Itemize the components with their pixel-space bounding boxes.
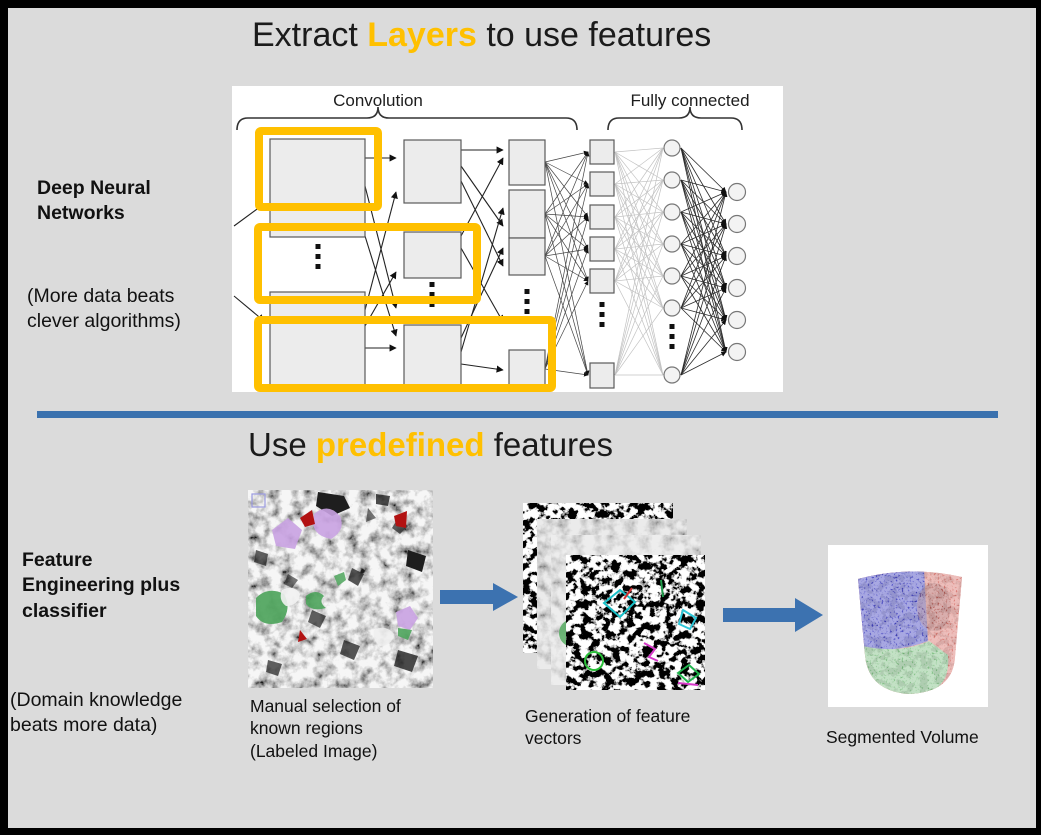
dnn-side-label: Deep Neural Networks	[37, 177, 151, 225]
flow-arrow-1	[440, 583, 518, 611]
step2-caption: Generation of feature vectors	[525, 706, 691, 749]
selection-square	[251, 493, 266, 508]
neural-network-figure: Convolution Fully connected	[232, 86, 783, 392]
volume-regions	[858, 571, 962, 694]
bottom-title-post: features	[484, 426, 613, 463]
red-region	[394, 511, 407, 528]
fe-side-note: (Domain knowledge beats more data)	[10, 689, 183, 737]
neural-network-diagram: Convolution Fully connected	[233, 91, 750, 392]
green-region	[334, 572, 346, 586]
convolution-brace	[236, 106, 578, 131]
labeled-image	[248, 490, 433, 688]
top-title: Extract Layers to use features	[252, 16, 711, 55]
bottom-title-pre: Use	[248, 426, 316, 463]
network-connections	[233, 146, 728, 377]
highlight-box-2	[254, 223, 481, 304]
top-title-pre: Extract	[252, 16, 368, 54]
green-region	[306, 592, 326, 610]
section-divider	[37, 411, 998, 418]
green-outline	[660, 579, 664, 598]
convolution-label: Convolution	[333, 91, 423, 110]
label-regions	[256, 508, 418, 646]
fe-side-label: Feature Engineering plus classifier	[22, 549, 181, 622]
pore-patches	[254, 492, 426, 676]
red-outline	[623, 587, 633, 600]
violet-region	[396, 606, 418, 630]
feature-outlines	[584, 579, 701, 686]
green-circle-outline	[584, 651, 604, 671]
top-title-post: to use features	[476, 16, 712, 54]
feature-stack-layer-front	[566, 555, 705, 690]
red-region	[298, 630, 307, 642]
magenta-outline	[643, 642, 659, 662]
fully-connected-label: Fully connected	[630, 91, 749, 110]
green-region	[398, 628, 412, 640]
dnn-side-note: (More data beats clever algorithms)	[27, 285, 181, 333]
highlight-box-1	[255, 127, 382, 211]
top-title-highlight: Layers	[367, 16, 477, 54]
violet-region	[313, 508, 342, 539]
green-outline	[676, 663, 701, 684]
bottom-title-highlight: predefined	[315, 426, 485, 463]
cyan-outline	[602, 588, 637, 619]
flow-arrow-2	[723, 598, 825, 632]
segmented-volume	[828, 545, 988, 707]
cyan-outline	[677, 608, 698, 631]
network-nodes	[269, 138, 747, 389]
violet-region	[272, 518, 302, 549]
white-region	[280, 587, 300, 606]
red-region	[300, 510, 315, 527]
magenta-outline	[677, 682, 699, 686]
layer-highlight-boxes	[254, 127, 556, 392]
step1-caption: Manual selection of known regions (Label…	[250, 696, 401, 761]
step3-caption: Segmented Volume	[826, 727, 979, 747]
white-region	[373, 627, 394, 646]
fully-connected-brace	[607, 106, 743, 131]
bottom-title: Use predefined features	[248, 426, 613, 464]
green-region	[256, 590, 288, 624]
highlight-box-3	[254, 316, 556, 392]
